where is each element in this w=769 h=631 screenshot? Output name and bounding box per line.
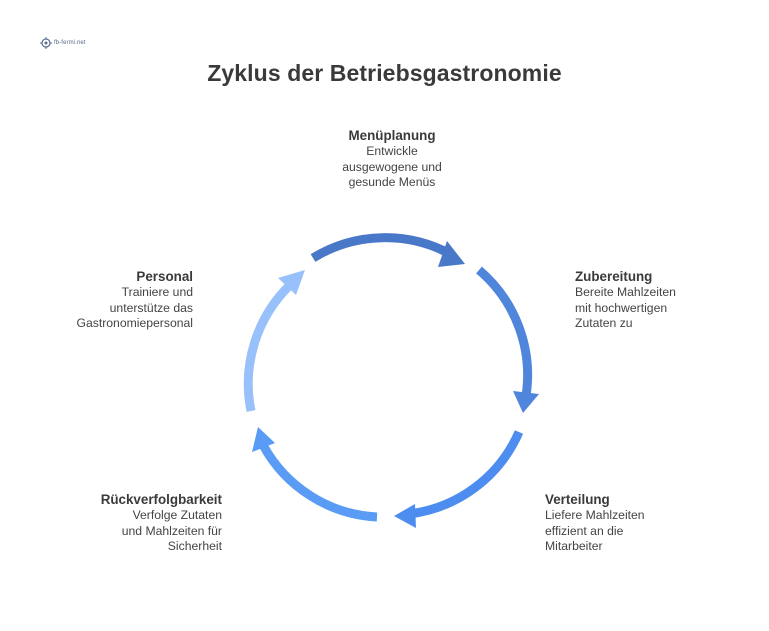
arrowhead-5 bbox=[278, 270, 305, 295]
step-menueplanung: Menüplanung Entwickle ausgewogene und ge… bbox=[312, 127, 472, 191]
arc-path-1 bbox=[310, 233, 455, 262]
page-title: Zyklus der Betriebsgastronomie bbox=[207, 60, 562, 86]
step-heading: Rückverfolgbarkeit bbox=[100, 492, 222, 507]
step-desc-line: Zutaten zu bbox=[575, 316, 633, 331]
arc-menueplanung bbox=[310, 233, 465, 267]
step-verteilung: Verteilung Liefere Mahlzeiten effizient … bbox=[545, 491, 695, 555]
arc-path-2 bbox=[476, 266, 533, 397]
arrowhead-1 bbox=[438, 241, 465, 267]
step-heading: Menüplanung bbox=[348, 128, 436, 143]
step-desc-line: und Mahlzeiten für bbox=[121, 523, 222, 538]
step-desc-line: Bereite Mahlzeiten bbox=[575, 285, 676, 299]
arc-path-4 bbox=[259, 442, 378, 522]
arrowhead-4 bbox=[252, 427, 275, 452]
step-desc-line: mit hochwertigen bbox=[575, 300, 668, 315]
arc-rueckverfolgbarkeit bbox=[252, 427, 378, 522]
step-heading: Zubereitung bbox=[575, 269, 653, 284]
arc-path-5 bbox=[243, 281, 294, 412]
step-heading: Personal bbox=[136, 269, 193, 284]
step-desc-line: Verfolge Zutaten bbox=[132, 508, 222, 522]
step-heading: Verteilung bbox=[545, 492, 610, 507]
arrowhead-3 bbox=[394, 504, 416, 528]
step-desc-line: ausgewogene und bbox=[342, 159, 442, 174]
logo-text: fb-fermi.net bbox=[54, 40, 86, 46]
step-desc-line: Entwickle bbox=[366, 144, 418, 158]
arc-verteilung bbox=[394, 430, 524, 528]
arc-personal bbox=[243, 270, 305, 412]
arrowhead-2 bbox=[513, 391, 539, 413]
step-desc-line: effizient an die bbox=[545, 523, 624, 538]
step-desc-line: Mitarbeiter bbox=[545, 539, 603, 554]
step-personal: Personal Trainiere und unterstütze das G… bbox=[40, 268, 193, 332]
step-desc-line: Gastronomiepersonal bbox=[76, 316, 193, 331]
step-rueckverfolgbarkeit: Rückverfolgbarkeit Verfolge Zutaten und … bbox=[60, 491, 222, 555]
step-zubereitung: Zubereitung Bereite Mahlzeiten mit hochw… bbox=[575, 268, 725, 332]
step-desc-line: gesunde Menüs bbox=[348, 175, 436, 190]
step-desc-line: Sicherheit bbox=[167, 539, 222, 554]
logo-mark-icon bbox=[40, 37, 52, 49]
logo: fb-fermi.net bbox=[40, 37, 86, 49]
arc-path-3 bbox=[408, 430, 524, 519]
step-desc-line: Trainiere und bbox=[121, 285, 193, 299]
step-desc-line: unterstütze das bbox=[109, 300, 193, 315]
step-desc-line: Liefere Mahlzeiten bbox=[545, 508, 645, 522]
arc-zubereitung bbox=[476, 266, 539, 413]
